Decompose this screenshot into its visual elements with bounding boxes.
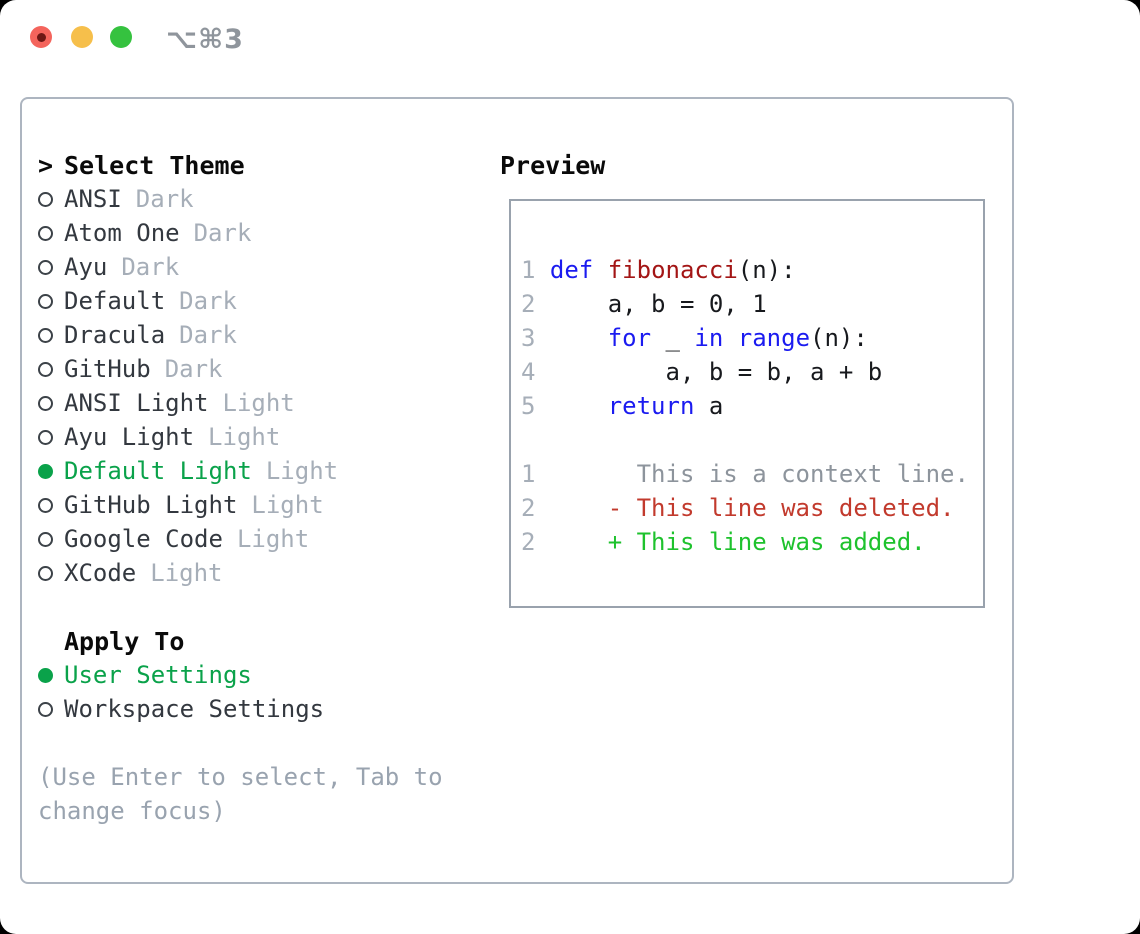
title-bar: ⌥⌘3 bbox=[0, 0, 1140, 76]
minimize-button[interactable] bbox=[71, 26, 93, 48]
option-tag: Light bbox=[265, 457, 339, 485]
option-label: Ayu bbox=[64, 253, 108, 281]
preview-line-9: 2 + This line was added. bbox=[521, 528, 926, 556]
radio-dot bbox=[38, 293, 53, 309]
option-tag: Dark bbox=[135, 185, 194, 213]
preview-line-1: 1 def fibonacci(n): bbox=[521, 256, 796, 284]
preview-line-4: 4 a, b = b, a + b bbox=[521, 358, 883, 386]
option-label: ANSI Light bbox=[64, 389, 209, 417]
radio-dot bbox=[38, 701, 53, 717]
apply-to-heading-label: Apply To bbox=[64, 626, 185, 656]
theme-option-google-code[interactable]: Google Code Light bbox=[38, 522, 443, 556]
radio-dot bbox=[38, 361, 53, 377]
radio-icon bbox=[38, 701, 64, 717]
zoom-button[interactable] bbox=[110, 26, 132, 48]
preview-line-2: 2 a, b = 0, 1 bbox=[521, 290, 767, 318]
option-tag: Dark bbox=[179, 321, 237, 349]
option-label: User Settings bbox=[64, 661, 252, 689]
option-label: Dracula bbox=[64, 321, 166, 349]
preview-line-6 bbox=[521, 423, 983, 457]
radio-icon bbox=[38, 531, 64, 547]
option-label: Google Code bbox=[64, 525, 223, 553]
radio-icon bbox=[38, 259, 64, 275]
radio-selected-icon bbox=[38, 463, 64, 479]
radio-icon bbox=[38, 361, 64, 377]
option-label: Atom One bbox=[64, 219, 180, 247]
theme-option-dracula[interactable]: Dracula Dark bbox=[38, 318, 443, 352]
radio-dot bbox=[38, 565, 53, 581]
spacer bbox=[38, 590, 443, 624]
apply-to-heading: Apply To bbox=[38, 624, 443, 658]
radio-icon bbox=[38, 429, 64, 445]
option-label: Default bbox=[64, 287, 166, 315]
apply-option-workspace-settings[interactable]: Workspace Settings bbox=[38, 692, 443, 726]
option-label: Ayu Light bbox=[64, 423, 195, 451]
spacer bbox=[38, 726, 443, 760]
option-tag: Light bbox=[222, 389, 295, 417]
radio-dot bbox=[38, 531, 53, 547]
close-button[interactable] bbox=[30, 26, 52, 48]
radio-dot bbox=[38, 463, 53, 479]
radio-dot bbox=[38, 327, 53, 343]
theme-option-xcode[interactable]: XCode Light bbox=[38, 556, 443, 590]
option-label: GitHub bbox=[64, 355, 151, 383]
hint-line-2: change focus) bbox=[38, 797, 226, 825]
option-tag: Light bbox=[208, 423, 281, 451]
apply-option-user-settings[interactable]: User Settings bbox=[38, 658, 443, 692]
theme-option-default[interactable]: Default Dark bbox=[38, 284, 443, 318]
radio-icon bbox=[38, 225, 64, 241]
preview-line-3: 3 for _ in range(n): bbox=[521, 324, 868, 352]
hint-line-1: (Use Enter to select, Tab to bbox=[38, 763, 443, 791]
option-label: GitHub Light bbox=[64, 491, 238, 519]
theme-option-github[interactable]: GitHub Dark bbox=[38, 352, 443, 386]
theme-option-ayu-light[interactable]: Ayu Light Light bbox=[38, 420, 443, 454]
theme-option-ayu[interactable]: Ayu Dark bbox=[38, 250, 443, 284]
preview-content: 1 def fibonacci(n): 2 a, b = 0, 1 3 for _ … bbox=[511, 201, 983, 559]
radio-dot bbox=[38, 225, 53, 241]
option-tag: Dark bbox=[193, 219, 252, 247]
radio-dot bbox=[38, 395, 53, 411]
theme-option-ansi-light[interactable]: ANSI Light Light bbox=[38, 386, 443, 420]
radio-dot bbox=[38, 497, 53, 513]
theme-option-default-light[interactable]: Default Light Light bbox=[38, 454, 443, 488]
select-theme-heading-label: Select Theme bbox=[64, 150, 245, 180]
radio-icon bbox=[38, 497, 64, 513]
option-tag: Light bbox=[236, 525, 310, 553]
option-label: Workspace Settings bbox=[64, 695, 325, 723]
option-label: ANSI bbox=[64, 185, 122, 213]
option-tag: Dark bbox=[164, 355, 223, 383]
radio-dot bbox=[38, 429, 53, 445]
window-title: ⌥⌘3 bbox=[166, 23, 244, 55]
option-tag: Light bbox=[150, 559, 223, 587]
option-label: Default Light bbox=[64, 457, 252, 485]
radio-icon bbox=[38, 565, 64, 581]
radio-icon bbox=[38, 293, 64, 309]
theme-option-ansi[interactable]: ANSI Dark bbox=[38, 182, 443, 216]
preview-box: 1 def fibonacci(n): 2 a, b = 0, 1 3 for _ … bbox=[509, 199, 985, 608]
unsaved-dot-icon bbox=[36, 32, 46, 42]
prompt-caret-icon: > bbox=[38, 150, 54, 180]
radio-icon bbox=[38, 191, 64, 207]
option-tag: Dark bbox=[179, 287, 237, 315]
preview-heading: Preview bbox=[500, 150, 606, 180]
theme-option-atom-one[interactable]: Atom One Dark bbox=[38, 216, 443, 250]
preview-line-8: 2 - This line was deleted. bbox=[521, 494, 955, 522]
radio-selected-icon bbox=[38, 667, 64, 683]
theme-option-github-light[interactable]: GitHub Light Light bbox=[38, 488, 443, 522]
preview-line-5: 5 return a bbox=[521, 392, 724, 420]
option-tag: Light bbox=[251, 491, 324, 519]
radio-dot bbox=[38, 259, 53, 275]
radio-dot bbox=[38, 667, 53, 683]
radio-icon bbox=[38, 395, 64, 411]
radio-icon bbox=[38, 327, 64, 343]
preview-line-7: 1 This is a context line. bbox=[521, 460, 969, 488]
select-theme-heading: > Select Theme bbox=[38, 148, 443, 182]
option-label: XCode bbox=[64, 559, 137, 587]
option-tag: Dark bbox=[121, 253, 180, 281]
radio-dot bbox=[38, 191, 53, 207]
